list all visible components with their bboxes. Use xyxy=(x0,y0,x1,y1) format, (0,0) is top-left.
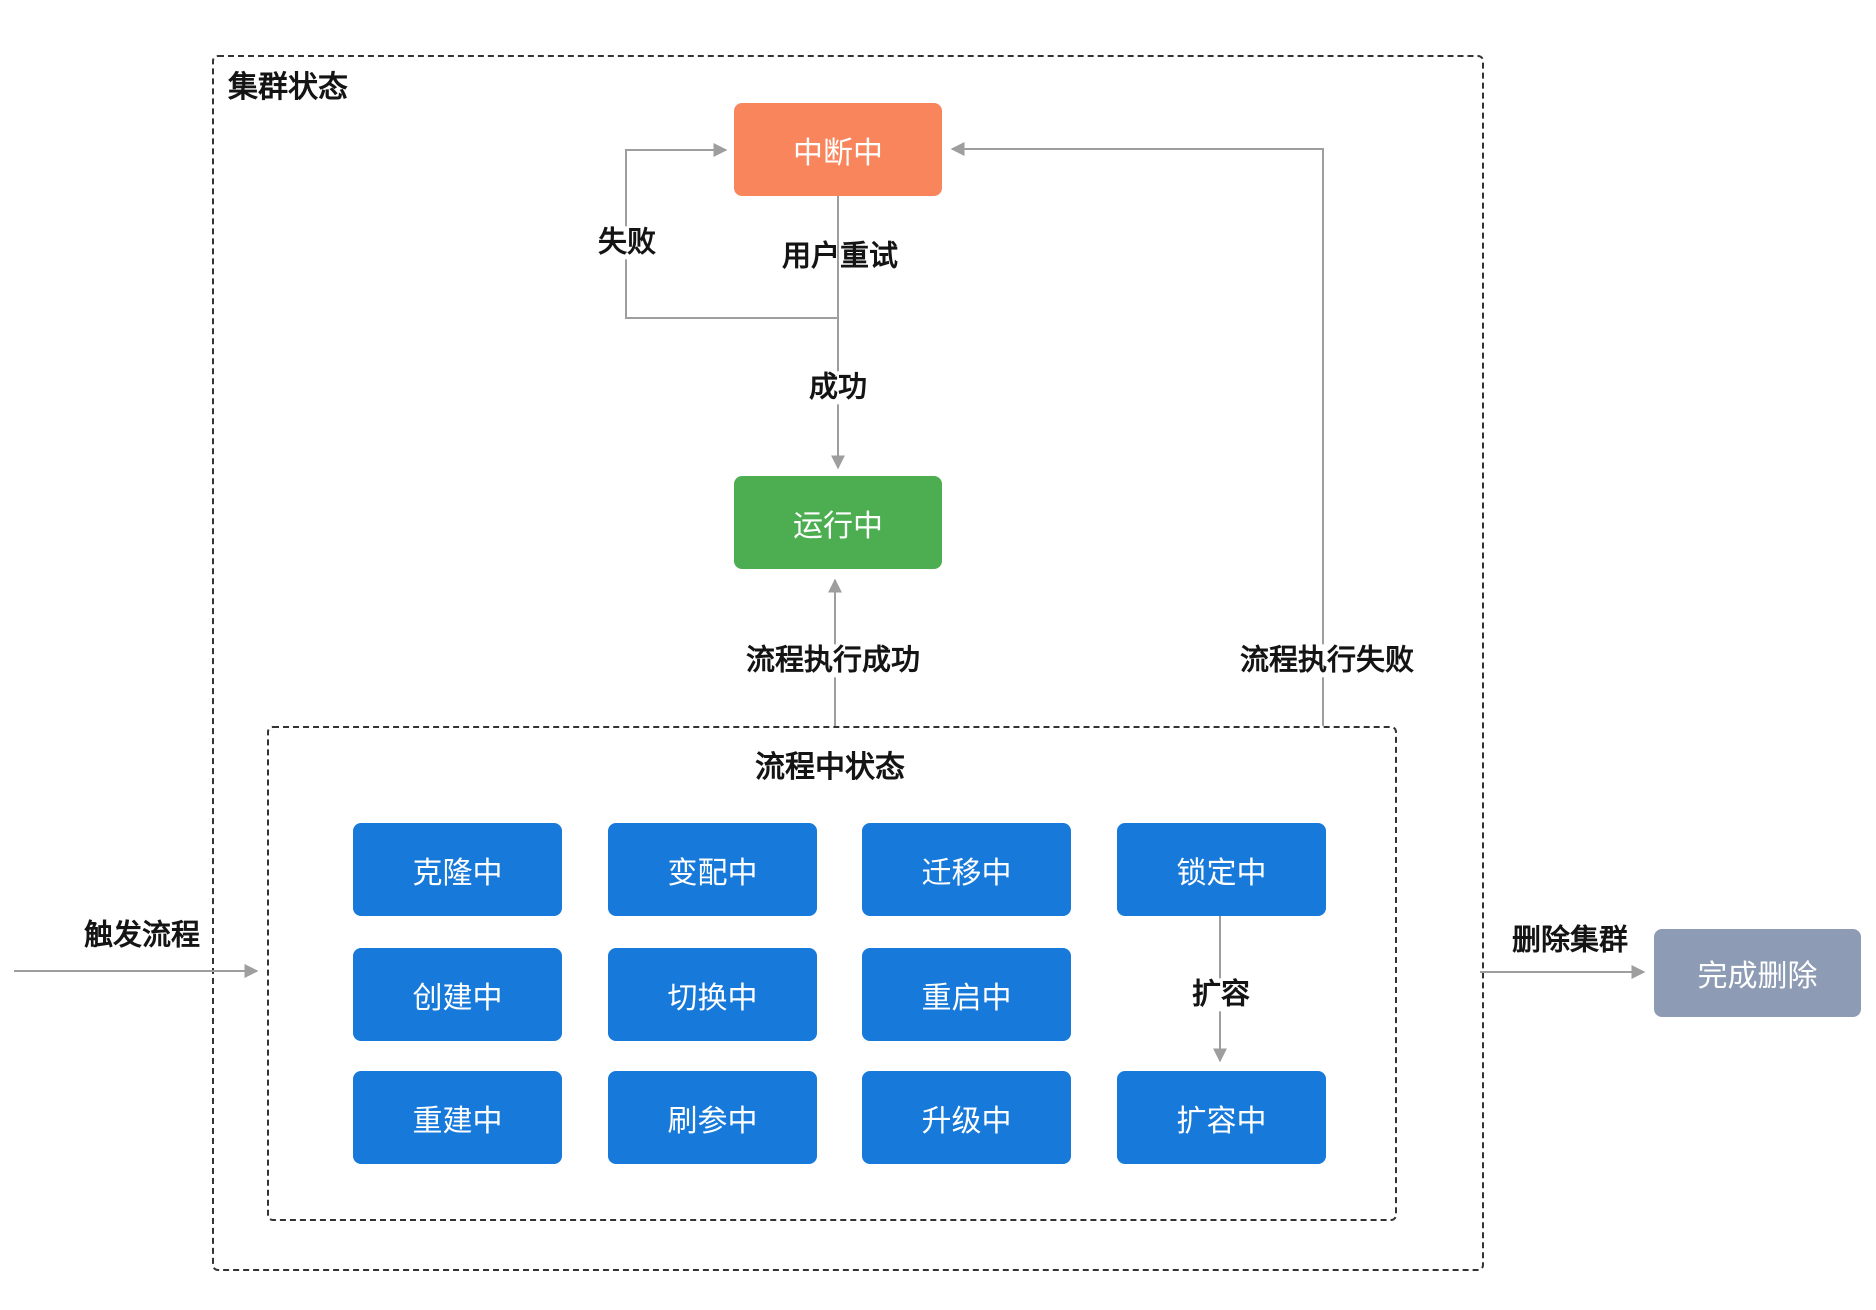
in-process-state-group xyxy=(267,726,1397,1221)
state-interrupted: 中断中 xyxy=(734,103,942,196)
edge-label-flow-success: 流程执行成功 xyxy=(737,644,929,678)
state-rebuilding: 重建中 xyxy=(353,1071,562,1164)
state-cloning: 克隆中 xyxy=(353,823,562,916)
state-param-refreshing: 刷参中 xyxy=(608,1071,817,1164)
state-creating: 创建中 xyxy=(353,948,562,1041)
state-upgrading: 升级中 xyxy=(862,1071,1071,1164)
edge-label-trigger-flow: 触发流程 xyxy=(83,919,201,952)
state-running: 运行中 xyxy=(734,476,942,569)
in-process-group-title: 流程中状态 xyxy=(755,751,905,784)
edge-label-delete-cluster: 删除集群 xyxy=(1511,924,1629,957)
edge-label-expand: 扩容 xyxy=(1183,978,1259,1012)
state-locking: 锁定中 xyxy=(1117,823,1326,916)
cluster-state-group-title: 集群状态 xyxy=(228,71,348,104)
state-migrating: 迁移中 xyxy=(862,823,1071,916)
state-restarting: 重启中 xyxy=(862,948,1071,1041)
edge-label-user-retry: 用户重试 xyxy=(781,240,899,273)
edge-label-success: 成功 xyxy=(800,371,876,405)
state-scaling-out: 扩容中 xyxy=(1117,1071,1326,1164)
state-reconfiguring: 变配中 xyxy=(608,823,817,916)
state-switching: 切换中 xyxy=(608,948,817,1041)
edge-label-fail: 失败 xyxy=(589,226,665,260)
state-delete-done: 完成删除 xyxy=(1654,929,1861,1017)
edge-label-flow-fail: 流程执行失败 xyxy=(1231,644,1423,678)
cluster-state-group xyxy=(212,55,1484,1271)
